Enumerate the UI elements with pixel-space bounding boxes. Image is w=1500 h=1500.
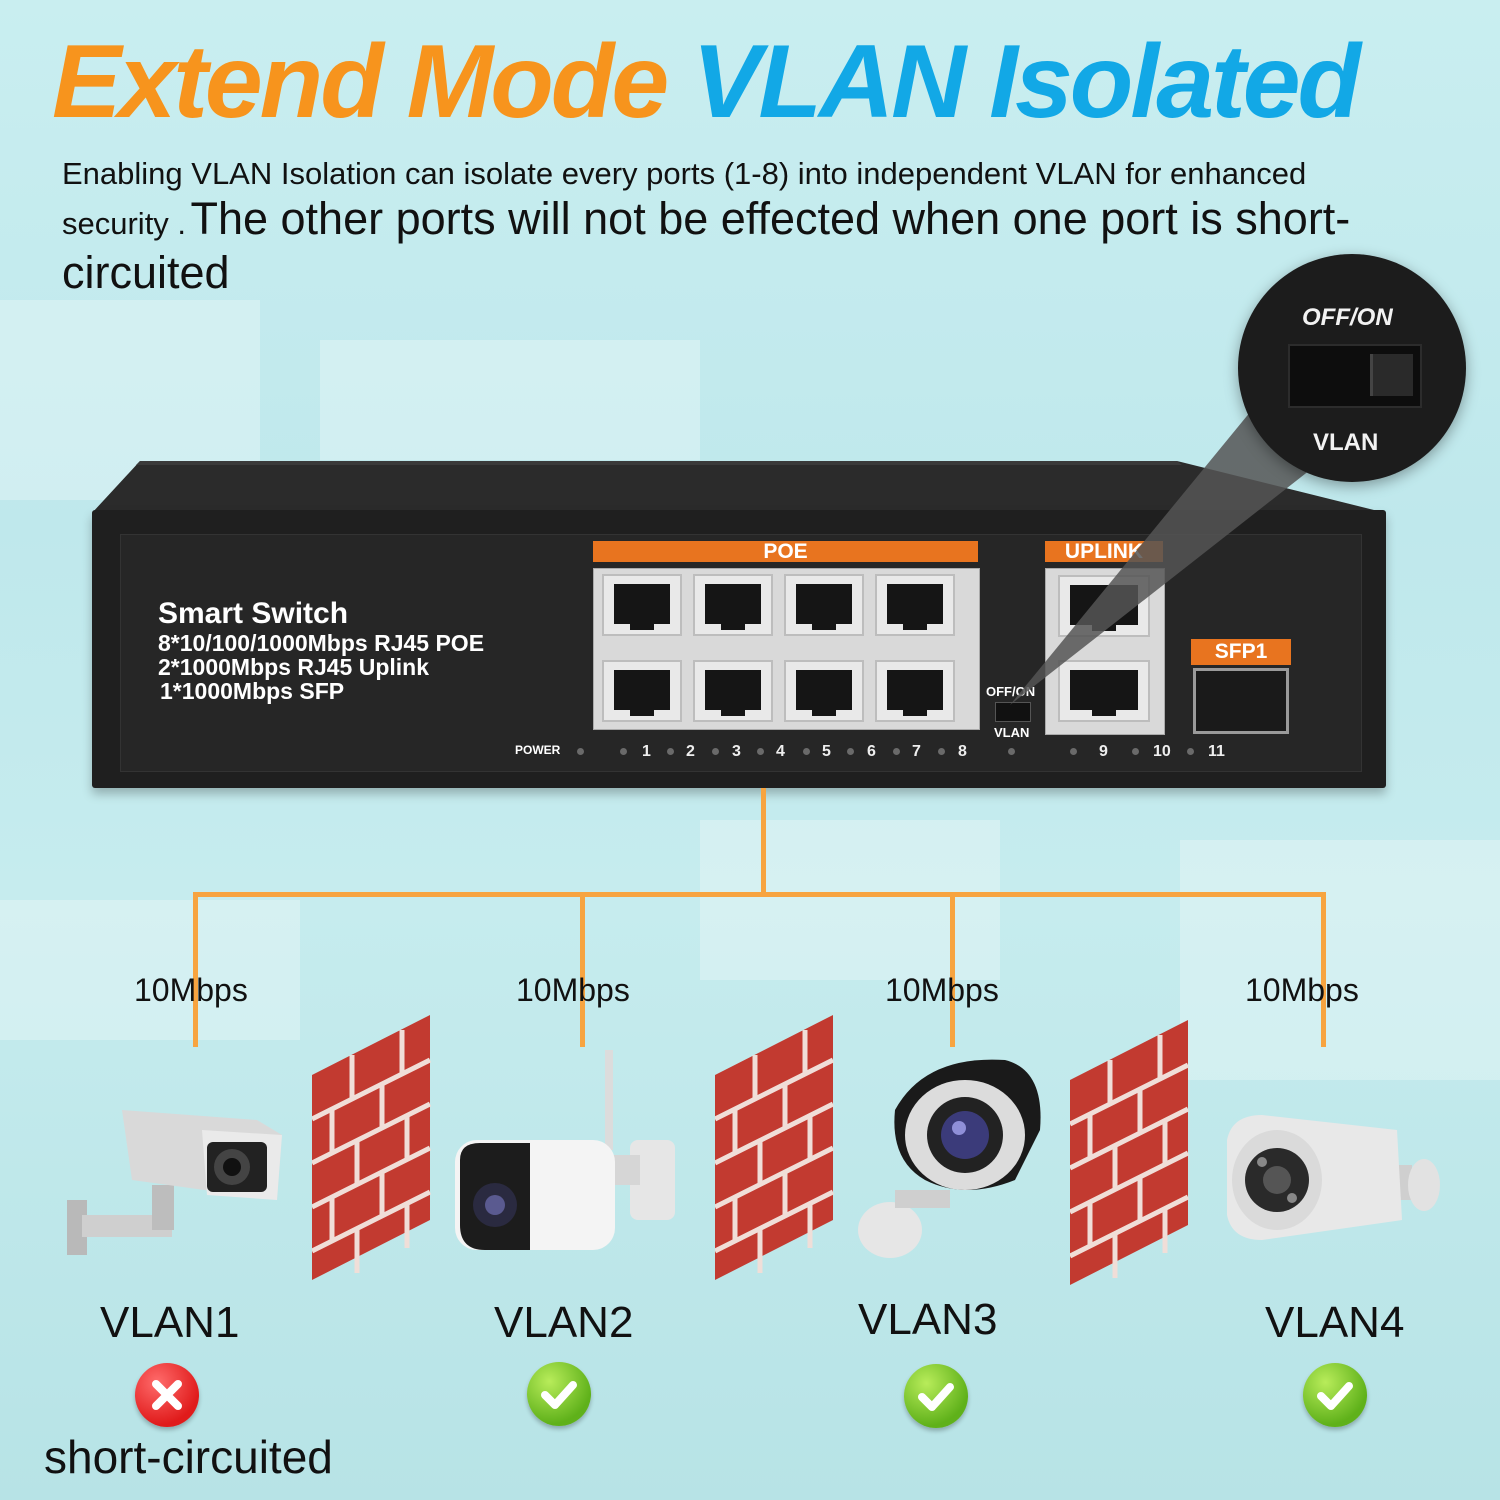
background-shape <box>320 340 700 460</box>
led-8 <box>938 748 945 755</box>
zoom-label-bottom: VLAN <box>1313 429 1379 456</box>
port-number-11: 11 <box>1208 743 1225 760</box>
led-vlan <box>1008 748 1015 755</box>
rj45-port-7[interactable] <box>875 574 955 636</box>
zoom-switch <box>1288 344 1422 408</box>
ok-check-icon <box>904 1364 968 1428</box>
rj45-port-6[interactable] <box>784 660 864 722</box>
led-9 <box>1070 748 1077 755</box>
sfp-label: SFP1 <box>1191 639 1291 665</box>
connector-trunk <box>761 788 766 894</box>
short-circuited-note: short-circuited <box>44 1431 333 1483</box>
led-4 <box>757 748 764 755</box>
switch-title: Smart Switch <box>158 597 348 631</box>
port-number-2: 2 <box>686 743 695 760</box>
toggle-label-bottom: VLAN <box>994 725 1030 740</box>
switch-top-surface <box>92 461 1386 513</box>
security-camera-icon <box>67 1110 282 1255</box>
ok-check-icon <box>1303 1363 1367 1427</box>
rj45-port-1[interactable] <box>602 574 682 636</box>
connector-drop-4 <box>1321 892 1326 1047</box>
rj45-port-4[interactable] <box>693 660 773 722</box>
toggle-label-top: OFF/ON <box>986 684 1036 699</box>
power-label: POWER <box>515 743 561 757</box>
title-extend-mode: Extend Mode <box>52 24 669 140</box>
poe-label: POE <box>593 541 978 562</box>
led-3 <box>712 748 719 755</box>
sfp-port[interactable] <box>1193 668 1289 734</box>
description-big-text: The other ports will not be effected whe… <box>62 193 1351 299</box>
switch-spec-3: 1*1000Mbps SFP <box>160 678 345 704</box>
background-shape <box>1180 840 1500 1080</box>
port-number-9: 9 <box>1099 743 1108 760</box>
background-shape <box>700 820 1000 980</box>
speed-label-3: 10Mbps <box>885 972 999 1008</box>
rj45-port-5[interactable] <box>784 574 864 636</box>
description: Enabling VLAN Isolation can isolate ever… <box>62 155 1362 300</box>
led-10 <box>1132 748 1139 755</box>
connector-drop-3 <box>950 892 955 1047</box>
connector-drop-1 <box>193 892 198 1047</box>
port-number-7: 7 <box>912 743 921 760</box>
zoom-pointer <box>1010 400 1310 705</box>
vlan-label-1: VLAN1 <box>100 1298 240 1347</box>
speed-label-1: 10Mbps <box>134 972 248 1008</box>
vlan-label-3: VLAN3 <box>858 1295 998 1344</box>
switch-spec-2: 2*1000Mbps RJ45 Uplink <box>158 654 430 680</box>
led-6 <box>847 748 854 755</box>
description-small-text: Enabling VLAN Isolation can isolate ever… <box>62 156 1307 242</box>
background-shape <box>0 900 300 1040</box>
switch-title-text: Smart Switch <box>158 597 349 630</box>
led-2 <box>667 748 674 755</box>
led-11 <box>1187 748 1194 755</box>
title-vlan-isolated: VLAN Isolated <box>692 24 1361 140</box>
connector-drop-2 <box>580 892 585 1047</box>
wifi-bullet-camera-icon <box>455 1050 675 1250</box>
rj45-port-3[interactable] <box>693 574 773 636</box>
led-7 <box>893 748 900 755</box>
uplink-port-10[interactable] <box>1058 660 1150 722</box>
firewall-wall-icon <box>312 1015 432 1280</box>
firewall-wall-icon <box>1070 1020 1190 1285</box>
vlan-label-4: VLAN4 <box>1265 1298 1405 1347</box>
port-number-6: 6 <box>867 743 876 760</box>
page-title: Extend Mode VLAN Isolated <box>52 27 1361 137</box>
rj45-port-2[interactable] <box>602 660 682 722</box>
power-led <box>577 748 584 755</box>
port-number-4: 4 <box>776 743 785 760</box>
zoom-label-top: OFF/ON <box>1302 304 1393 331</box>
bullet-camera-icon <box>1227 1115 1440 1240</box>
led-1 <box>620 748 627 755</box>
rj45-port-8[interactable] <box>875 660 955 722</box>
port-number-5: 5 <box>822 743 831 760</box>
ok-check-icon <box>527 1362 591 1426</box>
switch-spec-1: 8*10/100/1000Mbps RJ45 POE <box>158 630 485 656</box>
connector-bus <box>193 892 1326 897</box>
speed-label-4: 10Mbps <box>1245 972 1359 1008</box>
vlan-toggle-zoom: OFF/ON VLAN <box>1238 254 1466 482</box>
port-number-1: 1 <box>642 743 651 760</box>
port-number-8: 8 <box>958 743 967 760</box>
port-number-3: 3 <box>732 743 741 760</box>
port-number-10: 10 <box>1153 743 1171 760</box>
firewall-wall-icon <box>715 1015 835 1280</box>
dome-camera-icon <box>858 1059 1041 1258</box>
vlan-label-2: VLAN2 <box>494 1298 634 1347</box>
led-5 <box>803 748 810 755</box>
fail-x-icon <box>135 1363 199 1427</box>
speed-label-2: 10Mbps <box>516 972 630 1008</box>
